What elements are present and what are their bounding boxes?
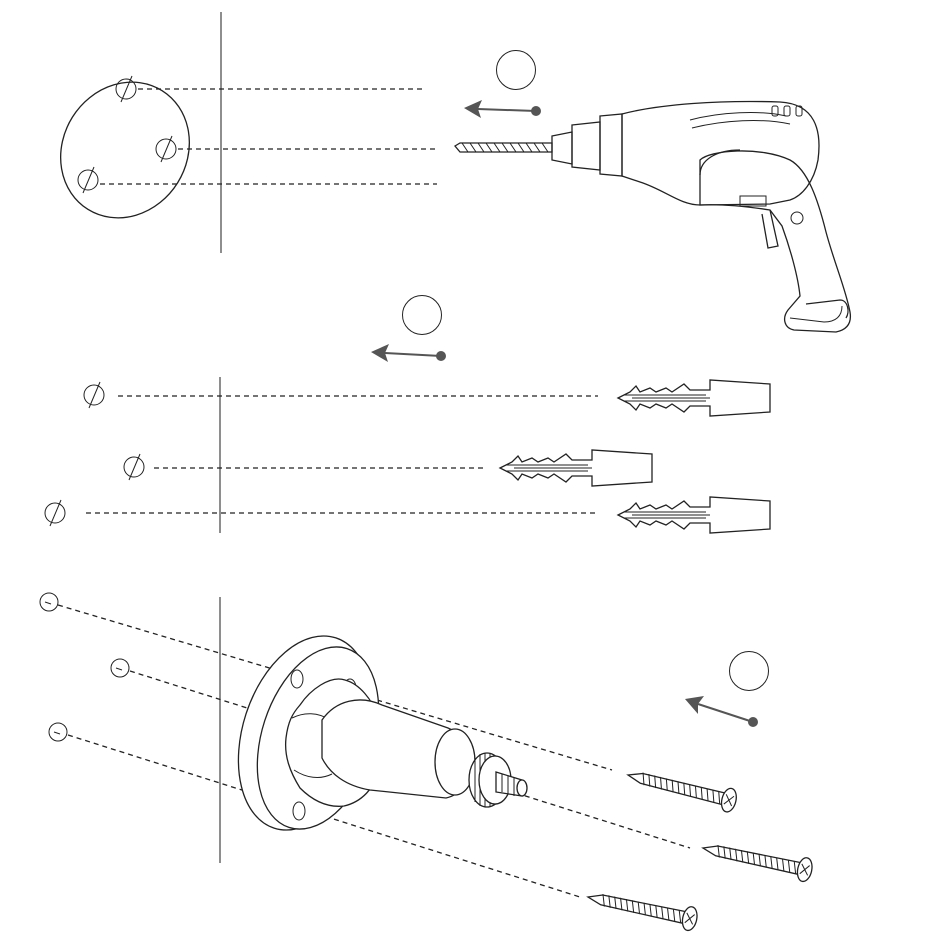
hole-mark bbox=[111, 659, 129, 677]
hole-mark bbox=[78, 167, 98, 193]
hole-mark bbox=[49, 723, 67, 741]
step-number-circle bbox=[730, 652, 769, 691]
step-number-circle bbox=[403, 296, 442, 335]
hole-mark bbox=[84, 382, 104, 408]
direction-arrow-icon bbox=[685, 696, 758, 727]
mounting-template bbox=[35, 58, 214, 242]
direction-arrow-icon bbox=[464, 100, 541, 118]
screw-icon bbox=[625, 763, 739, 813]
hole-mark bbox=[40, 593, 58, 611]
step-insert-anchors bbox=[45, 296, 770, 534]
hole-mark bbox=[124, 454, 144, 480]
screw-icon bbox=[701, 836, 815, 883]
screw-icon bbox=[586, 885, 700, 932]
direction-arrow-icon bbox=[371, 344, 446, 362]
wall-anchor-icon bbox=[500, 450, 652, 486]
hole-mark bbox=[116, 76, 136, 102]
step-drill-holes bbox=[35, 12, 850, 332]
step-number-circle bbox=[497, 51, 536, 90]
power-drill-icon bbox=[455, 102, 850, 333]
step-screw-bracket bbox=[40, 593, 814, 932]
wall-bracket-icon bbox=[215, 619, 527, 848]
wall-anchor-icon bbox=[618, 380, 770, 416]
hole-mark bbox=[156, 136, 176, 162]
hole-mark bbox=[45, 500, 65, 526]
wall-anchor-icon bbox=[618, 497, 770, 533]
